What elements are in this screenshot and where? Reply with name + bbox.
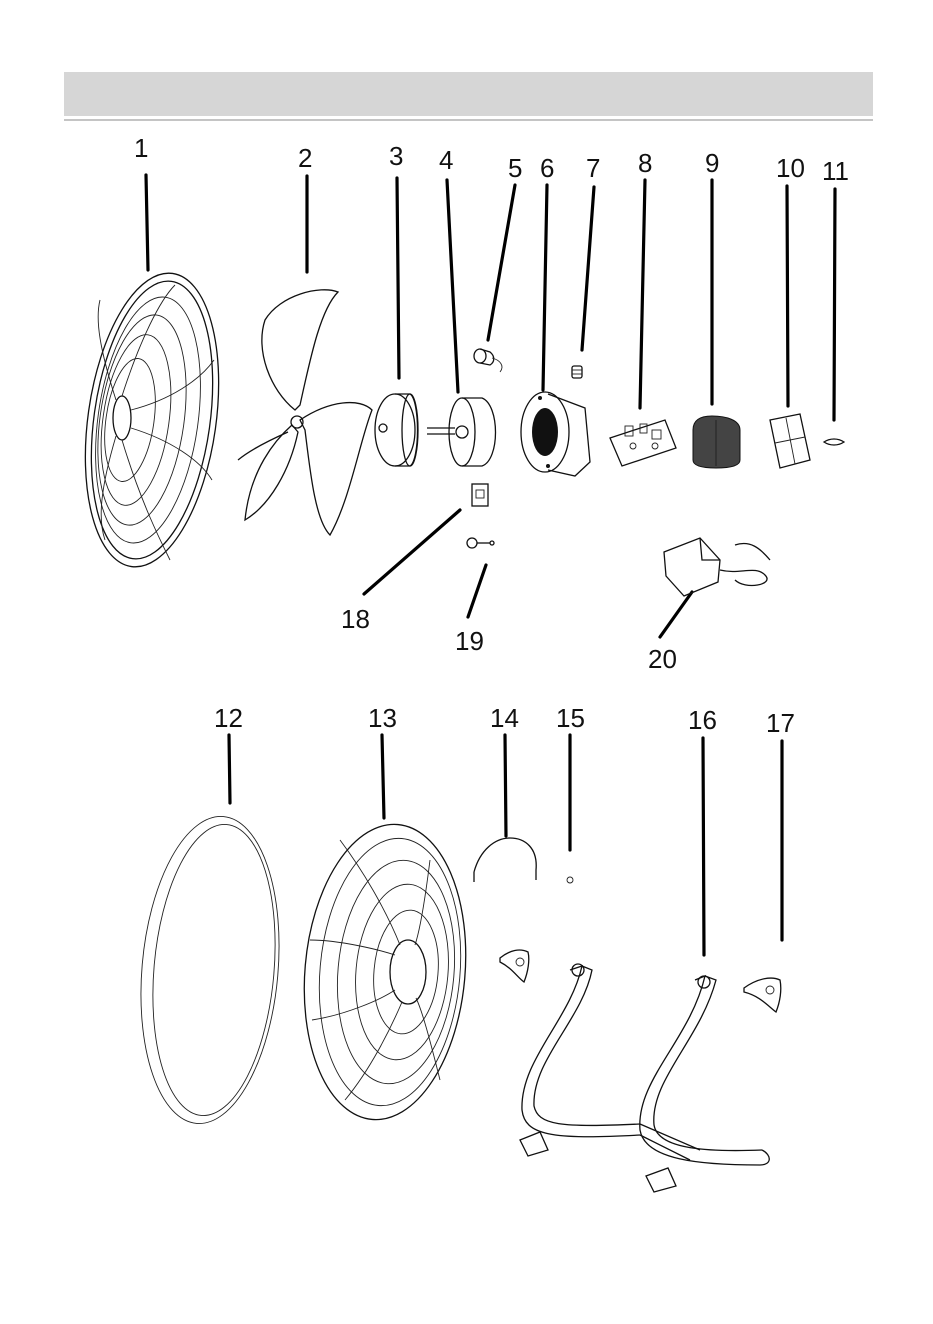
label-11: 11: [822, 156, 849, 186]
label-3: 3: [389, 141, 403, 171]
part-8-circuit-board: [610, 420, 676, 466]
part-7-spring: [572, 366, 582, 378]
part-13-rear-grille: [292, 818, 477, 1127]
label-7: 7: [586, 153, 600, 183]
label-10: 10: [776, 153, 805, 183]
stand-knob-left: [500, 950, 529, 982]
label-13: 13: [368, 703, 397, 733]
leader-8: [640, 180, 645, 408]
part-10-cover-plate: [770, 414, 810, 468]
label-15: 15: [556, 703, 585, 733]
leader-6: [543, 185, 547, 390]
leader-16: [703, 738, 704, 955]
leader-3: [397, 178, 399, 378]
part-12-rim-ring: [129, 811, 291, 1130]
label-20: 20: [648, 644, 677, 674]
part-20-power-adapter: [664, 538, 770, 596]
label-17: 17: [766, 708, 795, 738]
part-5-capacitor: [474, 349, 502, 372]
part-1-front-grille: [68, 265, 236, 576]
leader-1: [146, 175, 148, 270]
label-1: 1: [134, 133, 148, 163]
leader-19: [468, 565, 486, 617]
part-6-motor-housing: [521, 392, 590, 476]
label-2: 2: [298, 143, 312, 173]
label-16: 16: [688, 705, 717, 735]
part-14-handle: [474, 838, 536, 882]
leader-5: [488, 185, 515, 340]
label-18: 18: [341, 604, 370, 634]
part-19-ring-clip: [467, 538, 494, 548]
part-4-motor: [427, 398, 496, 466]
leader-18: [364, 510, 460, 594]
part-11-clip: [824, 439, 844, 445]
part-16-stand: [520, 964, 769, 1192]
label-12: 12: [214, 703, 243, 733]
part-17-knob: [744, 978, 781, 1012]
leader-20: [660, 592, 692, 637]
part-9-switch-block: [693, 416, 740, 468]
part-3-hub-cover: [375, 394, 418, 466]
leader-12: [229, 735, 230, 803]
label-19: 19: [455, 626, 484, 656]
part-18-switch: [472, 484, 488, 506]
leader-7: [582, 187, 594, 350]
leader-14: [505, 735, 506, 836]
label-5: 5: [508, 153, 522, 183]
label-4: 4: [439, 145, 453, 175]
label-8: 8: [638, 148, 652, 178]
leader-4: [447, 180, 458, 392]
part-2-fan-blade: [238, 290, 372, 535]
label-6: 6: [540, 153, 554, 183]
leader-11: [834, 189, 835, 420]
leader-13: [382, 735, 384, 818]
label-9: 9: [705, 148, 719, 178]
leader-10: [787, 186, 788, 406]
label-14: 14: [490, 703, 519, 733]
part-15-screw: [567, 877, 573, 883]
